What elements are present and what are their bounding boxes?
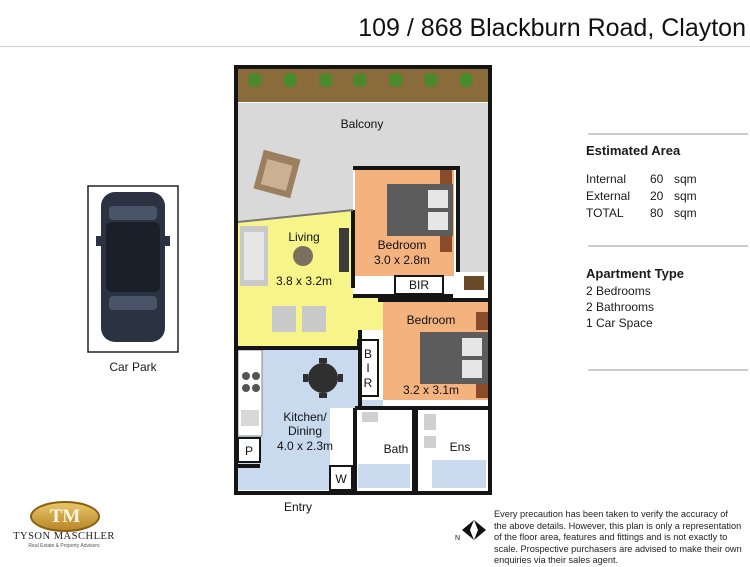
apartment-type-item: 1 Car Space [586, 316, 653, 330]
bath-label: Bath [384, 442, 409, 456]
area-value: 20 [650, 189, 664, 203]
coffee-table-icon [293, 246, 313, 266]
area-row: External 20 sqm [586, 189, 746, 206]
bedroom1-label: Bedroom [378, 238, 427, 252]
car-park [87, 185, 179, 353]
ens-shower [432, 460, 486, 488]
agency-logo-icon: TM [30, 501, 100, 532]
kitchen-size: 4.0 x 2.3m [277, 439, 333, 453]
balcony-label: Balcony [341, 117, 384, 131]
laundry [329, 465, 353, 491]
kitchen-bench [237, 349, 263, 437]
apartment-type-item: 2 Bathrooms [586, 300, 655, 314]
tv-icon [339, 228, 349, 272]
bir2-label-1: B [364, 347, 372, 361]
bed-icon [387, 168, 453, 252]
compass-label: N [455, 535, 460, 542]
agency-tagline: Real Estate & Property Advisors [28, 543, 100, 549]
car-icon [96, 192, 170, 342]
outdoor-table-icon [253, 149, 301, 199]
walls [234, 65, 492, 495]
disclaimer-text: Every precaution has been taken to verif… [494, 509, 742, 566]
compass-icon: N [455, 520, 486, 542]
bedroom2-label: Bedroom [407, 313, 456, 327]
balcony-area [238, 103, 488, 272]
sofa-icon [240, 226, 268, 286]
bir2-label-2: I [366, 361, 369, 375]
kitchen-label-2: Dining [288, 424, 322, 438]
desk-icon [464, 276, 484, 290]
estimated-area-table: Internal 60 sqm External 20 sqm TOTAL 80 sqm [586, 172, 746, 223]
bir2-label-3: R [364, 376, 373, 390]
laundry-label: W [335, 472, 347, 486]
kitchen-label-1: Kitchen/ [283, 410, 327, 424]
apartment-type-heading: Apartment Type [586, 266, 684, 281]
apartment-type-list: 2 Bedrooms 2 Bathrooms 1 Car Space [586, 284, 746, 332]
living-size: 3.8 x 3.2m [276, 274, 332, 288]
kitchen-area [238, 348, 383, 490]
logo-monogram: TM [49, 506, 81, 527]
bir1-label: BIR [409, 278, 429, 292]
bedroom1-size: 3.0 x 2.8m [374, 253, 430, 267]
armchair-icon [272, 306, 326, 332]
area-unit: sqm [674, 189, 697, 203]
area-row: Internal 60 sqm [586, 172, 746, 189]
bedroom2-size: 3.2 x 3.1m [403, 383, 459, 397]
area-label: Internal [586, 172, 627, 186]
living-label: Living [288, 230, 319, 244]
area-label: TOTAL [586, 206, 624, 220]
car-park-label: Car Park [109, 360, 157, 374]
dining-table-icon [303, 358, 343, 398]
estimated-area-heading: Estimated Area [586, 143, 681, 158]
page-title: 109 / 868 Blackburn Road, Clayton [358, 14, 746, 42]
ens-label: Ens [450, 440, 471, 454]
entry-label: Entry [284, 500, 312, 514]
pantry-label: P [245, 444, 253, 458]
area-row: TOTAL 80 sqm [586, 206, 746, 223]
apartment-type-item: 2 Bedrooms [586, 284, 651, 298]
bed-icon [420, 312, 488, 398]
area-value: 60 [650, 172, 664, 186]
title-divider [0, 46, 750, 47]
area-unit: sqm [674, 172, 697, 186]
area-label: External [586, 189, 631, 203]
planter [238, 69, 488, 102]
area-value: 80 [650, 206, 664, 220]
agency-name: TYSON MASCHLER [13, 531, 115, 542]
bath-shower [358, 464, 410, 488]
area-unit: sqm [674, 206, 697, 220]
